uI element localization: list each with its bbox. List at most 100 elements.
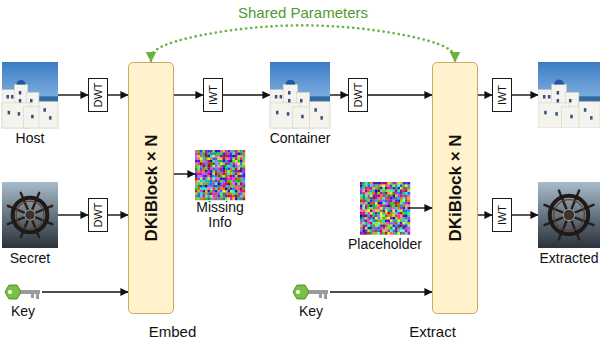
illustration-detail [538,182,600,248]
illustration-detail [405,200,408,203]
data-flow-arrow [368,94,432,95]
illustration-detail [360,212,363,215]
illustration-detail [385,230,388,233]
illustration-detail [380,200,383,203]
illustration-detail [203,180,206,183]
illustration-detail [365,225,368,228]
illustration-detail [378,225,381,228]
illustration-detail [395,232,398,235]
illustration-detail [393,215,396,218]
illustration-detail [240,188,243,191]
illustration-detail [195,153,198,156]
illustration-detail [210,193,213,196]
illustration-detail [235,170,238,173]
illustration-detail [368,230,371,233]
illustration-detail [405,217,408,220]
host-image [2,62,58,128]
illustration-detail [400,232,403,235]
illustration-detail [360,185,363,188]
illustration-detail [403,217,406,220]
illustration-detail [233,153,236,156]
illustration-detail [210,160,213,163]
illustration-detail [385,227,388,230]
image-caption: Extracted [539,250,598,266]
illustration-detail [403,187,406,190]
illustration-detail [215,153,218,156]
illustration-detail [380,225,383,228]
illustration-detail [398,232,401,235]
illustration-detail [208,175,211,178]
illustration-detail [235,190,238,193]
illustration-detail [403,195,406,198]
illustration-detail [220,175,223,178]
illustration-detail [393,182,396,185]
illustration-detail [8,290,12,294]
illustration-detail [400,212,403,215]
illustration-detail [363,202,366,205]
illustration-detail [218,160,221,163]
illustration-detail [235,163,238,166]
shared-parameter-link [151,25,455,62]
illustration-detail [383,202,386,205]
illustration-detail [373,225,376,228]
illustration-detail [203,193,206,196]
illustration-detail [363,215,366,218]
illustration-detail [31,294,34,298]
illustration-detail [205,185,208,188]
illustration-detail [370,190,373,193]
illustration-detail [320,116,323,120]
illustration-detail [195,155,198,158]
illustration-detail [200,170,203,173]
illustration-detail [228,175,231,178]
illustration-detail [403,232,406,235]
extracted-image: Extracted [538,182,600,248]
illustration-detail [210,158,213,161]
illustration-detail [554,200,585,231]
illustration-detail [218,178,221,181]
illustration-detail [208,155,211,158]
illustration-detail [203,170,206,173]
illustration-detail [238,163,241,166]
illustration-detail [370,212,373,215]
illustration-detail [380,202,383,205]
illustration-detail [235,158,238,161]
illustration-detail [390,220,393,223]
secret-image: Secret [2,182,58,248]
illustration-detail [378,197,381,200]
illustration-detail [370,225,373,228]
illustration-detail [388,192,391,195]
illustration-detail [208,195,211,198]
illustration-detail [220,168,223,171]
illustration-detail [288,99,291,103]
illustration-detail [378,202,381,205]
illustration-detail [203,175,206,178]
illustration-detail [213,168,216,171]
illustration-detail [210,165,213,168]
missing-info-image [195,150,245,198]
illustration-detail [220,178,223,181]
illustration-detail [363,212,366,215]
illustration-detail [213,175,216,178]
iwt-box: IWT [203,78,223,112]
illustration-detail [233,175,236,178]
illustration-detail [215,173,218,176]
illustration-detail [240,163,243,166]
illustration-detail [388,225,391,228]
data-flow-arrow [108,214,128,215]
illustration-detail [240,150,243,153]
illustration-detail [210,190,213,193]
illustration-detail [208,163,211,166]
illustration-detail [243,190,246,193]
illustration-detail [393,207,396,210]
illustration-detail [243,188,246,191]
illustration-detail [390,222,393,225]
illustration-detail [405,197,408,200]
illustration-detail [363,190,366,193]
illustration-detail [5,285,21,299]
illustration-detail [375,200,378,203]
illustration-detail [393,192,396,195]
illustration-detail [365,220,368,223]
illustration-detail [368,210,371,213]
